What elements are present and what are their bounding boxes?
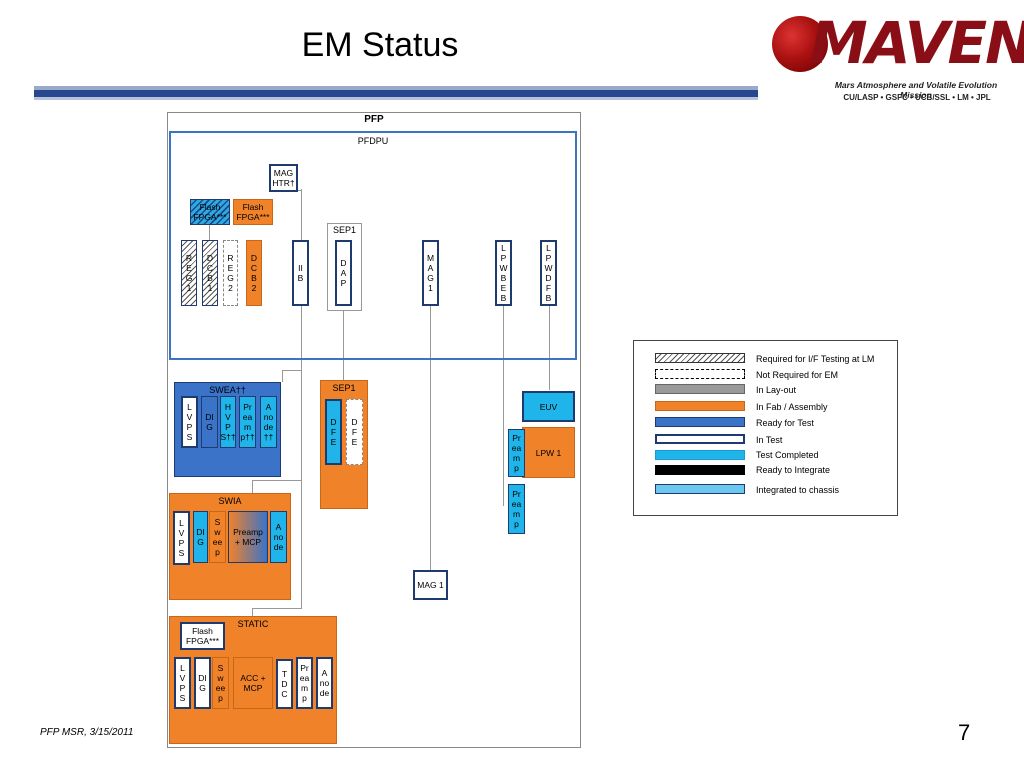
maven-logo-subtitle: Mars Atmosphere and Volatile Evolution M… bbox=[834, 80, 998, 100]
lpw-preamp1-box: Pr ea m p bbox=[508, 429, 525, 477]
connector-line bbox=[549, 306, 550, 390]
legend-label: Ready for Test bbox=[756, 418, 814, 428]
legend-label: In Test bbox=[756, 435, 783, 445]
swea-hvps-box: H V P S†† bbox=[220, 396, 236, 448]
swia-label: SWIA bbox=[218, 496, 242, 506]
header-rule-dark bbox=[34, 90, 758, 97]
pfdpu-frame bbox=[169, 131, 577, 360]
flash-fpga-box-tested: Flash FPGA*** bbox=[190, 199, 230, 225]
mag-htr-box: MAG HTR† bbox=[269, 164, 298, 192]
legend-swatch-blue bbox=[655, 417, 745, 427]
legend-swatch-lightblue bbox=[655, 484, 745, 494]
mars-planet-icon bbox=[772, 16, 828, 72]
header-rule-light bbox=[34, 86, 758, 90]
lpwdfb-box: L P W D F B bbox=[540, 240, 557, 306]
connector-line bbox=[282, 370, 283, 382]
legend-swatch-orange bbox=[655, 401, 745, 411]
legend-swatch-hatch bbox=[655, 353, 745, 363]
connector-line bbox=[343, 310, 344, 382]
lpw1-box: LPW 1 bbox=[522, 427, 575, 478]
sep1-pdu-label: SEP1 bbox=[332, 225, 356, 235]
static-preamp-box: Pr ea m p bbox=[296, 657, 313, 709]
legend-label: In Fab / Assembly bbox=[756, 402, 828, 412]
reg2-box: R E G 2 bbox=[223, 240, 238, 306]
mag1-box: MAG 1 bbox=[413, 570, 448, 600]
pfp-frame bbox=[167, 112, 581, 748]
static-lvps-box: L V P S bbox=[174, 657, 191, 709]
legend-label: Integrated to chassis bbox=[756, 485, 840, 495]
static-anode-box: A no de bbox=[316, 657, 333, 709]
legend-label: Test Completed bbox=[756, 450, 819, 460]
swia-lvps-box: L V P S bbox=[173, 511, 190, 565]
connector-line bbox=[252, 608, 302, 609]
static-label: STATIC bbox=[237, 619, 269, 629]
connector-line bbox=[252, 480, 302, 481]
swea-preamp-box: Pr ea m p†† bbox=[239, 396, 256, 448]
slide-title: EM Status bbox=[301, 26, 459, 64]
euv-box: EUV bbox=[522, 391, 575, 422]
swea-dig-box: DI G bbox=[201, 396, 218, 448]
static-dig-box: DI G bbox=[194, 657, 211, 709]
sep1-pdu-group bbox=[327, 223, 362, 311]
swia-anode-box: A no de bbox=[270, 511, 287, 563]
sep1-dfe1-box: D F E bbox=[325, 399, 342, 465]
sep1-sensor-label: SEP1 bbox=[332, 383, 356, 393]
lpw-preamp2-box: Pr ea m p bbox=[508, 484, 525, 534]
swea-label: SWEA†† bbox=[209, 385, 246, 395]
mag1-pdu-box: M A G 1 bbox=[422, 240, 439, 306]
legend-swatch-outline bbox=[655, 434, 745, 444]
flash-fpga-box-fab: Flash FPGA*** bbox=[233, 199, 273, 225]
swia-sweep-box: S w ee p bbox=[209, 511, 226, 563]
legend-label: Ready to Integrate bbox=[756, 465, 831, 475]
connector-line bbox=[430, 306, 431, 570]
pfp-label: PFP bbox=[364, 114, 384, 125]
swia-dig-box: DI G bbox=[193, 511, 208, 563]
ib-box: II B bbox=[292, 240, 309, 306]
static-acc-mcp-box: ACC + MCP bbox=[233, 657, 273, 709]
static-sweep-box: S w ee p bbox=[212, 657, 229, 709]
legend-label: Required for I/F Testing at LM bbox=[756, 354, 875, 364]
legend-swatch-gray bbox=[655, 384, 745, 394]
dcb2-box: D C B 2 bbox=[246, 240, 262, 306]
header-rule-shadow bbox=[34, 97, 758, 100]
lpwbeb-box: L P W B E B bbox=[495, 240, 512, 306]
connector-line bbox=[209, 224, 210, 240]
legend-swatch-black bbox=[655, 465, 745, 475]
slide-footer: PFP MSR, 3/15/2011 bbox=[40, 727, 134, 738]
connector-line bbox=[301, 189, 302, 609]
connector-line bbox=[503, 306, 504, 506]
connector-line bbox=[252, 608, 253, 616]
page-number: 7 bbox=[958, 720, 971, 745]
swea-lvps-box: L V P S bbox=[181, 396, 198, 448]
static-tdc-box: T D C bbox=[276, 659, 293, 709]
static-flash-fpga-box: Flash FPGA*** bbox=[180, 622, 225, 650]
legend-box bbox=[633, 340, 898, 516]
legend-swatch-cyan bbox=[655, 450, 745, 460]
swea-anode-box: A no de †† bbox=[260, 396, 277, 448]
swia-preamp-mcp-box: Preamp + MCP bbox=[228, 511, 268, 563]
legend-swatch-dashed bbox=[655, 369, 745, 379]
dap-box: D A P bbox=[335, 240, 352, 306]
pfdpu-label: PFDPU bbox=[357, 136, 389, 146]
reg1-box: R E G 1 bbox=[181, 240, 197, 306]
legend-label: Not Required for EM bbox=[756, 370, 839, 380]
maven-logo-partners: CU/LASP • GSFC • UCB/SSL • LM • JPL bbox=[843, 93, 991, 102]
maven-logo-text: MAVEN bbox=[810, 9, 1024, 77]
legend-label: In Lay-out bbox=[756, 385, 797, 395]
connector-line bbox=[252, 480, 253, 494]
dcb1-box: D C B 1 bbox=[202, 240, 218, 306]
connector-line bbox=[282, 370, 302, 371]
sep1-dfe2-box: D F E bbox=[346, 399, 363, 465]
